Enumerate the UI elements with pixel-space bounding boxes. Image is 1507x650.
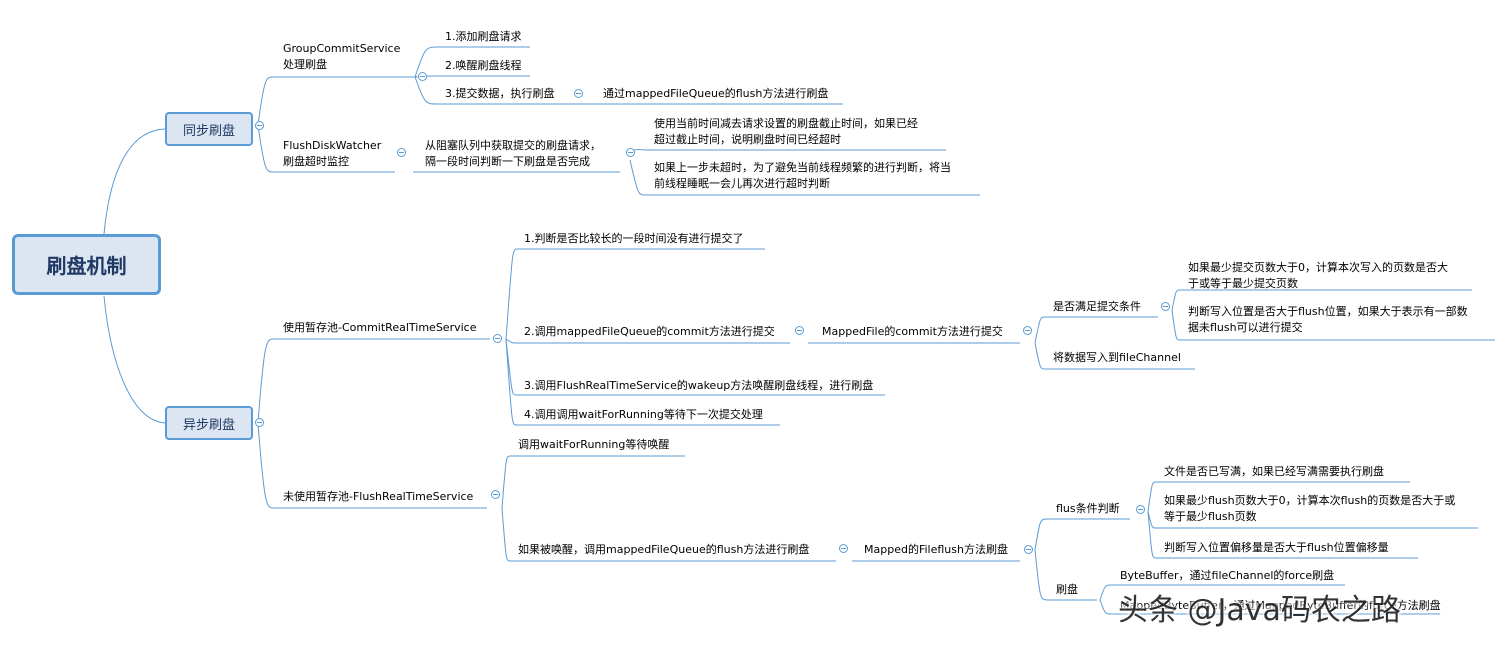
collapse-icon[interactable] xyxy=(1023,326,1032,335)
topic-flush-via-queue[interactable]: 通过mappedFileQueue的flush方法进行刷盘 xyxy=(603,87,829,100)
topic-line: 前线程睡眠一会儿再次进行超时判断 xyxy=(654,177,830,190)
topic-line: 从阻塞队列中获取提交的刷盘请求， xyxy=(425,139,601,152)
collapse-icon[interactable] xyxy=(493,334,502,343)
topic-commit-condition[interactable]: 是否满足提交条件 xyxy=(1053,300,1141,313)
topic-line: 如果最少flush页数大于0，计算本次flush的页数是否大于或 xyxy=(1164,494,1456,507)
watermark: 头条 @Java码农之路 xyxy=(1118,593,1401,628)
topic-step-add-request[interactable]: 1.添加刷盘请求 xyxy=(445,30,522,43)
collapse-icon[interactable] xyxy=(795,326,804,335)
topic-line: 隔一段时间判断一下刷盘是否完成 xyxy=(425,155,590,168)
topic-commit-step1[interactable]: 1.判断是否比较长的一段时间没有进行提交了 xyxy=(524,232,744,245)
topic-fc-offset[interactable]: 判断写入位置偏移量是否大于flush位置偏移量 xyxy=(1164,541,1389,554)
root-topic[interactable]: 刷盘机制 xyxy=(12,234,161,295)
collapse-icon[interactable] xyxy=(626,148,635,157)
topic-sleep-recheck[interactable]: 如果上一步未超时，为了避免当前线程频繁的进行判断，将当 前线程睡眠一会儿再次进行… xyxy=(654,160,951,192)
topic-group-commit-service[interactable]: GroupCommitService 处理刷盘 xyxy=(283,41,400,73)
topic-sync-flush[interactable]: 同步刷盘 xyxy=(165,112,253,146)
topic-line: 使用当前时间减去请求设置的刷盘截止时间，如果已经 xyxy=(654,117,918,130)
topic-write-filechannel[interactable]: 将数据写入到fileChannel xyxy=(1053,351,1181,364)
topic-line: 等于最少flush页数 xyxy=(1164,510,1257,523)
topic-flush-realtime-service[interactable]: 未使用暂存池-FlushRealTimeService xyxy=(283,490,474,503)
topic-fc-file-full[interactable]: 文件是否已写满，如果已经写满需要执行刷盘 xyxy=(1164,465,1384,478)
collapse-icon[interactable] xyxy=(418,72,427,81)
topic-commit-step3[interactable]: 3.调用FlushRealTimeService的wakeup方法唤醒刷盘线程，… xyxy=(524,379,874,392)
topic-cond-write-position[interactable]: 判断写入位置是否大于flush位置，如果大于表示有一部数 据未flush可以进行… xyxy=(1188,304,1468,336)
topic-commit-realtime-service[interactable]: 使用暂存池-CommitRealTimeService xyxy=(283,321,477,334)
topic-line: 超过截止时间，说明刷盘时间已经超时 xyxy=(654,133,841,146)
topic-flush[interactable]: 刷盘 xyxy=(1056,583,1078,596)
collapse-icon[interactable] xyxy=(1161,302,1170,311)
topic-line: GroupCommitService xyxy=(283,42,401,55)
topic-line: 处理刷盘 xyxy=(283,58,327,71)
collapse-icon[interactable] xyxy=(1136,505,1145,514)
collapse-icon[interactable] xyxy=(1024,545,1033,554)
topic-watcher-desc[interactable]: 从阻塞队列中获取提交的刷盘请求， 隔一段时间判断一下刷盘是否完成 xyxy=(425,138,601,170)
topic-fc-min-pages[interactable]: 如果最少flush页数大于0，计算本次flush的页数是否大于或 等于最少flu… xyxy=(1164,493,1455,525)
collapse-icon[interactable] xyxy=(255,121,264,130)
collapse-icon[interactable] xyxy=(491,490,500,499)
topic-line: 如果最少提交页数大于0，计算本次写入的页数是否大 xyxy=(1188,261,1448,274)
topic-cond-min-pages[interactable]: 如果最少提交页数大于0，计算本次写入的页数是否大 于或等于最少提交页数 xyxy=(1188,260,1448,292)
collapse-icon[interactable] xyxy=(397,148,406,157)
topic-wait-for-running[interactable]: 调用waitForRunning等待唤醒 xyxy=(518,438,670,451)
topic-line: FlushDiskWatcher xyxy=(283,139,382,152)
collapse-icon[interactable] xyxy=(839,544,848,553)
topic-mappedfile-commit[interactable]: MappedFile的commit方法进行提交 xyxy=(822,325,1003,338)
topic-line: 如果上一步未超时，为了避免当前线程频繁的进行判断，将当 xyxy=(654,161,951,174)
topic-line: 判断写入位置是否大于flush位置，如果大于表示有一部数 xyxy=(1188,305,1468,318)
topic-step-wake-thread[interactable]: 2.唤醒刷盘线程 xyxy=(445,59,522,72)
topic-line: 据未flush可以进行提交 xyxy=(1188,321,1303,334)
topic-flus-condition[interactable]: flus条件判断 xyxy=(1056,502,1120,515)
topic-line: 刷盘超时监控 xyxy=(283,155,349,168)
collapse-icon[interactable] xyxy=(255,418,264,427)
topic-commit-step4[interactable]: 4.调用调用waitForRunning等待下一次提交处理 xyxy=(524,408,763,421)
collapse-icon[interactable] xyxy=(574,89,583,98)
topic-timeout-check[interactable]: 使用当前时间减去请求设置的刷盘截止时间，如果已经 超过截止时间，说明刷盘时间已经… xyxy=(654,116,918,148)
topic-woken-flush[interactable]: 如果被唤醒，调用mappedFileQueue的flush方法进行刷盘 xyxy=(518,543,810,556)
topic-commit-step2[interactable]: 2.调用mappedFileQueue的commit方法进行提交 xyxy=(524,325,775,338)
topic-step-commit-flush[interactable]: 3.提交数据，执行刷盘 xyxy=(445,87,555,100)
topic-async-flush[interactable]: 异步刷盘 xyxy=(165,406,253,440)
topic-mappedbytebuffer-force[interactable]: MappedByteBuffer，通过MappedByteBuffer的forc… xyxy=(1120,599,1441,612)
topic-bytebuffer-force[interactable]: ByteBuffer，通过fileChannel的force刷盘 xyxy=(1120,569,1335,582)
topic-line: 于或等于最少提交页数 xyxy=(1188,277,1298,290)
topic-flush-disk-watcher[interactable]: FlushDiskWatcher 刷盘超时监控 xyxy=(283,138,381,170)
topic-mapped-fileflush[interactable]: Mapped的Fileflush方法刷盘 xyxy=(864,543,1008,556)
